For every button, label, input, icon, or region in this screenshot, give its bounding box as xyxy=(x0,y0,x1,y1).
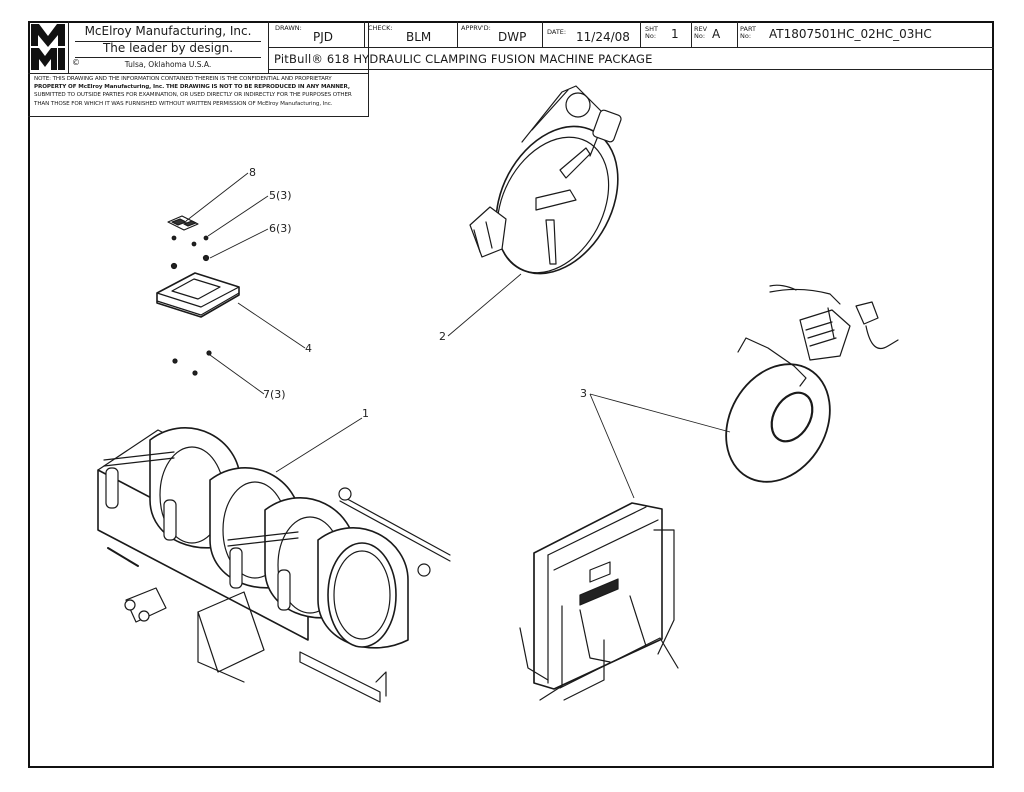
copyright-icon: © xyxy=(72,58,80,67)
leader-line-6 xyxy=(209,228,269,259)
callout-item-8: 8 xyxy=(249,166,256,179)
leader-line-3b xyxy=(589,393,731,433)
screws-part-5 xyxy=(171,235,209,247)
callout-item-7: 7(3) xyxy=(263,388,286,401)
callout-item-1: 1 xyxy=(362,407,369,420)
callout-item-3: 3 xyxy=(580,387,587,400)
bracket-part-8 xyxy=(167,215,199,231)
check-label: CHECK: xyxy=(368,24,393,32)
callout-item-6: 6(3) xyxy=(269,222,292,235)
sheet-value: 1 xyxy=(671,27,679,41)
note-line: NOTE: THIS DRAWING AND THE INFORMATION C… xyxy=(34,76,332,82)
company-location: Tulsa, Oklahoma U.S.A. xyxy=(124,60,212,69)
leader-line-3a xyxy=(589,393,635,499)
stand-part-3 xyxy=(519,502,679,701)
leader-line-7 xyxy=(209,354,265,395)
leader-line-8 xyxy=(185,172,249,222)
drawn-label: DRAWN: xyxy=(275,24,302,32)
note-line: PROPERTY OF McElroy Manufacturing, Inc. … xyxy=(34,84,350,91)
mmi-logo xyxy=(31,24,65,70)
callout-item-4: 4 xyxy=(305,342,312,355)
company-name: McElroy Manufacturing, Inc. xyxy=(84,24,252,38)
part-label: PART No: xyxy=(740,26,756,40)
date-label: DATE: xyxy=(547,28,567,36)
approved-value: DWP xyxy=(498,30,527,44)
rev-label: REV No: xyxy=(694,26,707,40)
date-value: 11/24/08 xyxy=(576,30,630,44)
facer-part-3 xyxy=(725,284,899,483)
callout-item-5: 5(3) xyxy=(269,189,292,202)
leader-line-4 xyxy=(237,302,306,349)
part-label-bottom: No: xyxy=(740,32,752,40)
drawn-value: PJD xyxy=(313,30,334,44)
rev-value: A xyxy=(712,27,721,41)
drawing-sheet-border xyxy=(28,21,994,768)
rev-label-bottom: No: xyxy=(694,32,706,40)
heater-plate-part-2 xyxy=(469,85,622,275)
note-line: THAN THOSE FOR WHICH IT WAS FURNISHED WI… xyxy=(34,100,333,107)
leader-line-2 xyxy=(447,273,522,337)
sheet-label: SHT No: xyxy=(645,26,658,40)
rev-label-top: REV xyxy=(694,25,708,33)
approved-label: APPRV'D: xyxy=(461,24,491,32)
leader-lines xyxy=(185,172,731,499)
leader-line-5 xyxy=(207,195,269,237)
leader-line-1 xyxy=(275,417,363,473)
confidentiality-note: NOTE: THIS DRAWING AND THE INFORMATION C… xyxy=(34,75,374,108)
note-line: SUBMITTED TO OUTSIDE PARTIES FOR EXAMINA… xyxy=(34,92,352,99)
part-number: AT1807501HC_02HC_03HC xyxy=(769,27,932,41)
check-value: BLM xyxy=(406,30,432,44)
company-tagline: The leader by design. xyxy=(102,41,234,55)
title-block: McElroy Manufacturing, Inc. The leader b… xyxy=(28,21,994,121)
carriage-part-1 xyxy=(97,427,451,703)
part-label-top: PART xyxy=(740,25,756,33)
nuts-part-7 xyxy=(172,350,212,376)
sheet-label-top: SHT xyxy=(645,25,658,33)
sheet-label-bottom: No: xyxy=(645,32,657,40)
control-box-part-4 xyxy=(156,272,240,318)
drawing-title: PitBull® 618 HYDRAULIC CLAMPING FUSION M… xyxy=(274,52,653,66)
callout-item-2: 2 xyxy=(439,330,446,343)
